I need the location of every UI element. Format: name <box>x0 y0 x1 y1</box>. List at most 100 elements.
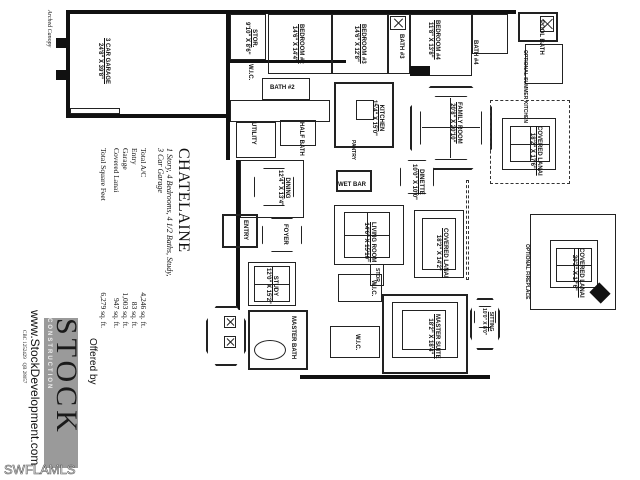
stock-logo <box>44 318 78 468</box>
shower-icon <box>224 336 236 348</box>
covered-lanai-2-label: COVERED LANAI 18'2" X 17'6" <box>529 126 542 176</box>
bath-2-label: BATH #2 <box>270 85 295 91</box>
bathtub-icon <box>254 340 286 360</box>
pantry-label: PANTRY <box>350 140 356 160</box>
bath-2 <box>262 78 310 100</box>
master-suite-label: MASTER SUITE 18'2" X 18'4" <box>427 314 440 359</box>
covered-lanai-right-ceiling <box>510 126 550 162</box>
garage-pier-1 <box>56 38 68 48</box>
sitting-label: SITTING 10'0" X 8'0" <box>481 308 494 336</box>
plan-info: CHATELAINE 1 Story, 4 Bedrooms, 4 1/2 Ba… <box>99 148 192 328</box>
entry <box>222 214 258 248</box>
master-bath-label: MASTER BATH <box>290 316 296 360</box>
arched-canopy-label: Arched Canopy <box>46 10 52 48</box>
house-wall-top <box>226 10 516 14</box>
optional-lanai-ceiling <box>556 248 592 282</box>
house-wall-bottom <box>300 375 490 379</box>
foyer <box>262 218 302 252</box>
master-suite <box>382 294 468 374</box>
garage-wall-left <box>66 10 70 118</box>
bedroom-2 <box>268 14 332 74</box>
family-room-beam-v <box>450 98 451 158</box>
stock-logo-text: STOCK CONSTRUCTION <box>46 318 83 436</box>
living-room-label: LIVING ROOM 14'6" X 15'10" <box>363 222 376 263</box>
bedroom-4-closet-wall <box>410 66 430 76</box>
hallway <box>230 100 330 122</box>
wic-3-label: W.I.C. <box>370 280 376 297</box>
pool-bath <box>518 12 558 42</box>
living-room <box>334 205 404 265</box>
bath-3 <box>388 14 410 74</box>
covered-lanai-center <box>414 210 464 278</box>
plan-subtitle-2: 3 Car Garage <box>156 148 165 193</box>
master-suite-tray <box>392 302 458 358</box>
wet-bar <box>336 170 372 192</box>
study-ceiling <box>254 266 290 302</box>
garage-pier-2 <box>56 70 68 80</box>
license-numbers: CBC 1252429 QB 28057 <box>21 330 26 384</box>
bedroom-3-label: BEDROOM #3 14'6" X 12'8" <box>353 24 366 64</box>
plan-title: CHATELAINE <box>175 148 192 253</box>
study <box>248 262 296 306</box>
utility <box>236 122 276 158</box>
wet-bar-label: WET BAR <box>338 182 366 188</box>
lanai-outline <box>490 100 570 184</box>
bedroom-4-label: BEDROOM #4 11'8" X 13'8" <box>427 20 440 60</box>
lanai-outline-left <box>466 180 469 280</box>
bedroom-wing-wall <box>226 60 346 63</box>
covered-lanai-1-label: COVERED LANAI 18'2" X 14'2" <box>435 228 448 278</box>
bedroom-2-label: BEDROOM #2 14'6" X 14'4" <box>291 24 304 64</box>
half-bath <box>280 120 316 146</box>
garage-wall-top <box>66 10 226 14</box>
kitchen-label: KITCHEN 15'4" X 15'0" <box>371 100 384 136</box>
garage-door <box>70 108 120 114</box>
bath-4 <box>472 14 508 54</box>
house-wall-left-lower <box>236 160 240 310</box>
bedroom-4 <box>410 14 472 76</box>
wic-4 <box>330 326 380 358</box>
foyer-label: FOYER <box>282 224 288 245</box>
dining-table-area <box>254 168 294 206</box>
shower-icon <box>540 16 554 32</box>
wic-3 <box>338 274 382 302</box>
garage-label: 3 CAR GARAGE 24'8" X 39'8" <box>97 38 110 85</box>
shower-icon <box>224 316 236 328</box>
covered-lanai-3-label: COVERED LANAI 20'2" X 17'6" <box>571 248 584 298</box>
bath-3-label: BATH #3 <box>398 34 404 59</box>
stor-label: STOR. 9'10" X 8'6" <box>244 22 257 55</box>
shower-icon <box>390 16 406 30</box>
wic-1-label: W.I.C. <box>247 64 253 81</box>
garage-wall-bottom <box>66 114 226 118</box>
wic-4-label: W.I.C. <box>354 334 360 351</box>
covered-lanai-right <box>502 118 556 170</box>
website-link[interactable]: www.StockDevelopment.com <box>28 310 42 466</box>
half-bath-label: HALF BATH <box>298 122 304 156</box>
plan-subtitle-1: 1 Story, 4 Bedrooms, 4 1/2 Baths, Study, <box>165 148 174 277</box>
summer-kitchen <box>525 44 563 84</box>
bedroom-3 <box>332 14 388 74</box>
kitchen-island <box>356 100 374 120</box>
optional-lanai-inner <box>550 240 598 288</box>
master-bath <box>248 310 308 370</box>
utility-label: UTILITY <box>250 122 256 145</box>
optional-fireplace-label: OPTIONAL FIREPLACE <box>524 244 530 300</box>
covered-lanai-center-inner <box>422 218 456 270</box>
dinette-label: DINETTE 10'0" X 10'0" <box>411 164 424 200</box>
stor-room <box>230 14 266 60</box>
dining-room <box>240 160 304 218</box>
family-room-beam-h <box>422 127 480 128</box>
optional-lanai <box>530 214 616 310</box>
entry-label: ENTRY <box>242 220 248 241</box>
house-wall-garage-side <box>226 10 230 160</box>
dinette <box>400 160 434 194</box>
master-suite-tray-inner <box>402 310 446 350</box>
watermark: SWFLAMLS <box>4 462 76 478</box>
kitchen <box>334 82 394 148</box>
living-room-ceiling <box>344 212 390 258</box>
bath-4-label: BATH #4 <box>472 40 478 65</box>
dining-label: DINING 12'4" X 13'4" <box>277 170 290 206</box>
